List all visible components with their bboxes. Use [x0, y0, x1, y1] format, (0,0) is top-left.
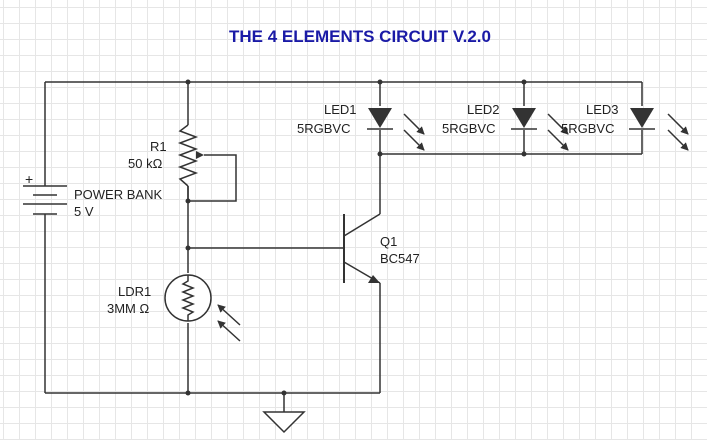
led1-light-arrows-icon: [403, 113, 425, 151]
led3-value-label: 5RGBVC: [561, 121, 614, 136]
led2-value-label: 5RGBVC: [442, 121, 495, 136]
ldr1-photoresistor: [164, 274, 212, 322]
light-arrows-icon: [217, 304, 241, 342]
led3-light-arrows-icon: [667, 113, 689, 151]
junction-dots: [185, 79, 527, 396]
battery-plus-label: +: [25, 171, 33, 187]
q1-emitter-arrow-icon: [368, 275, 380, 283]
led3-diode: [629, 108, 655, 130]
r1-wiper-arrow-icon: [196, 151, 204, 159]
diagram-title: THE 4 ELEMENTS CIRCUIT V.2.0: [229, 27, 491, 46]
ldr1-name-label: LDR1: [118, 284, 151, 299]
led1-value-label: 5RGBVC: [297, 121, 350, 136]
led3-name-label: LED3: [586, 102, 619, 117]
q1-transistor: [343, 213, 381, 284]
battery-symbol: [23, 185, 67, 215]
battery-value-label: 5 V: [74, 204, 94, 219]
q1-value-label: BC547: [380, 251, 420, 266]
led1-diode: [367, 108, 393, 130]
r1-name-label: R1: [150, 139, 167, 154]
led2-light-arrows-icon: [547, 113, 569, 151]
led2-diode: [511, 108, 537, 130]
ldr1-value-label: 3MM Ω: [107, 301, 150, 316]
led1-name-label: LED1: [324, 102, 357, 117]
q1-name-label: Q1: [380, 234, 397, 249]
r1-value-label: 50 kΩ: [128, 156, 163, 171]
ground-symbol-icon: [262, 411, 306, 434]
battery-name-label: POWER BANK: [74, 187, 162, 202]
led2-name-label: LED2: [467, 102, 500, 117]
r1-potentiometer: [177, 124, 237, 202]
